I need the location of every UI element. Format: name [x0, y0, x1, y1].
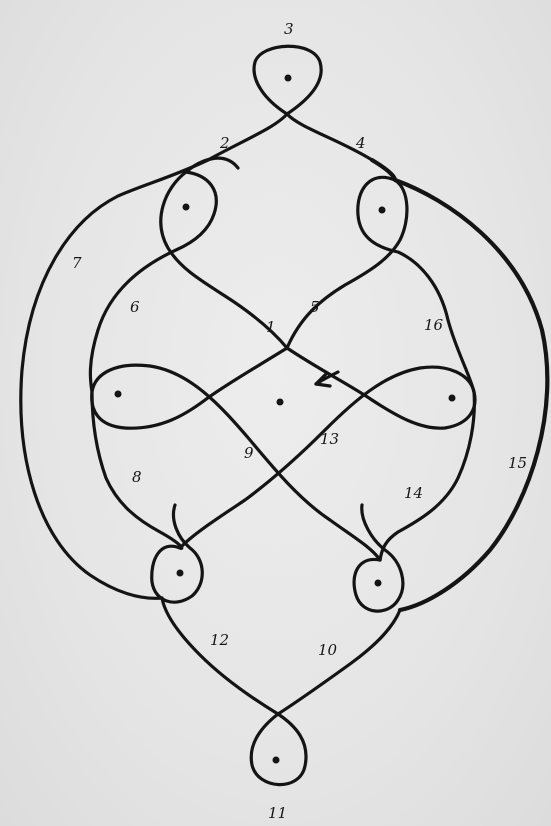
- label-4: 4: [355, 134, 366, 152]
- label-7: 7: [72, 254, 82, 272]
- label-8: 8: [132, 468, 142, 486]
- upper-left-loop: [21, 158, 287, 598]
- lower-left-loop-dot: [177, 570, 184, 577]
- top-loop: [208, 46, 372, 160]
- label-10: 10: [318, 641, 338, 659]
- segment-labels: 3 2 4 7 6 1 5 16 8 9 13 14 15 12 10 11: [72, 20, 527, 822]
- label-14: 14: [404, 484, 423, 502]
- label-1: 1: [266, 318, 276, 336]
- label-12: 12: [210, 631, 229, 649]
- label-3: 3: [284, 20, 294, 38]
- label-11: 11: [268, 804, 287, 822]
- label-13: 13: [320, 430, 339, 448]
- bottom-loop-dot: [273, 757, 280, 764]
- lower-right-loop-dot: [375, 580, 382, 587]
- top-loop-dot: [285, 75, 292, 82]
- label-15: 15: [508, 454, 527, 472]
- upper-right-loop-dot: [379, 207, 386, 214]
- label-5: 5: [310, 298, 320, 316]
- label-16: 16: [424, 316, 444, 334]
- center-dot: [277, 399, 284, 406]
- label-9: 9: [244, 444, 254, 462]
- label-6: 6: [130, 298, 140, 316]
- upper-left-loop-dot: [183, 204, 190, 211]
- left-lobe-dot: [115, 391, 122, 398]
- right-lobe-dot: [449, 395, 456, 402]
- bottom-loop: [251, 714, 306, 785]
- central-strands: [92, 348, 475, 560]
- label-2: 2: [219, 134, 230, 152]
